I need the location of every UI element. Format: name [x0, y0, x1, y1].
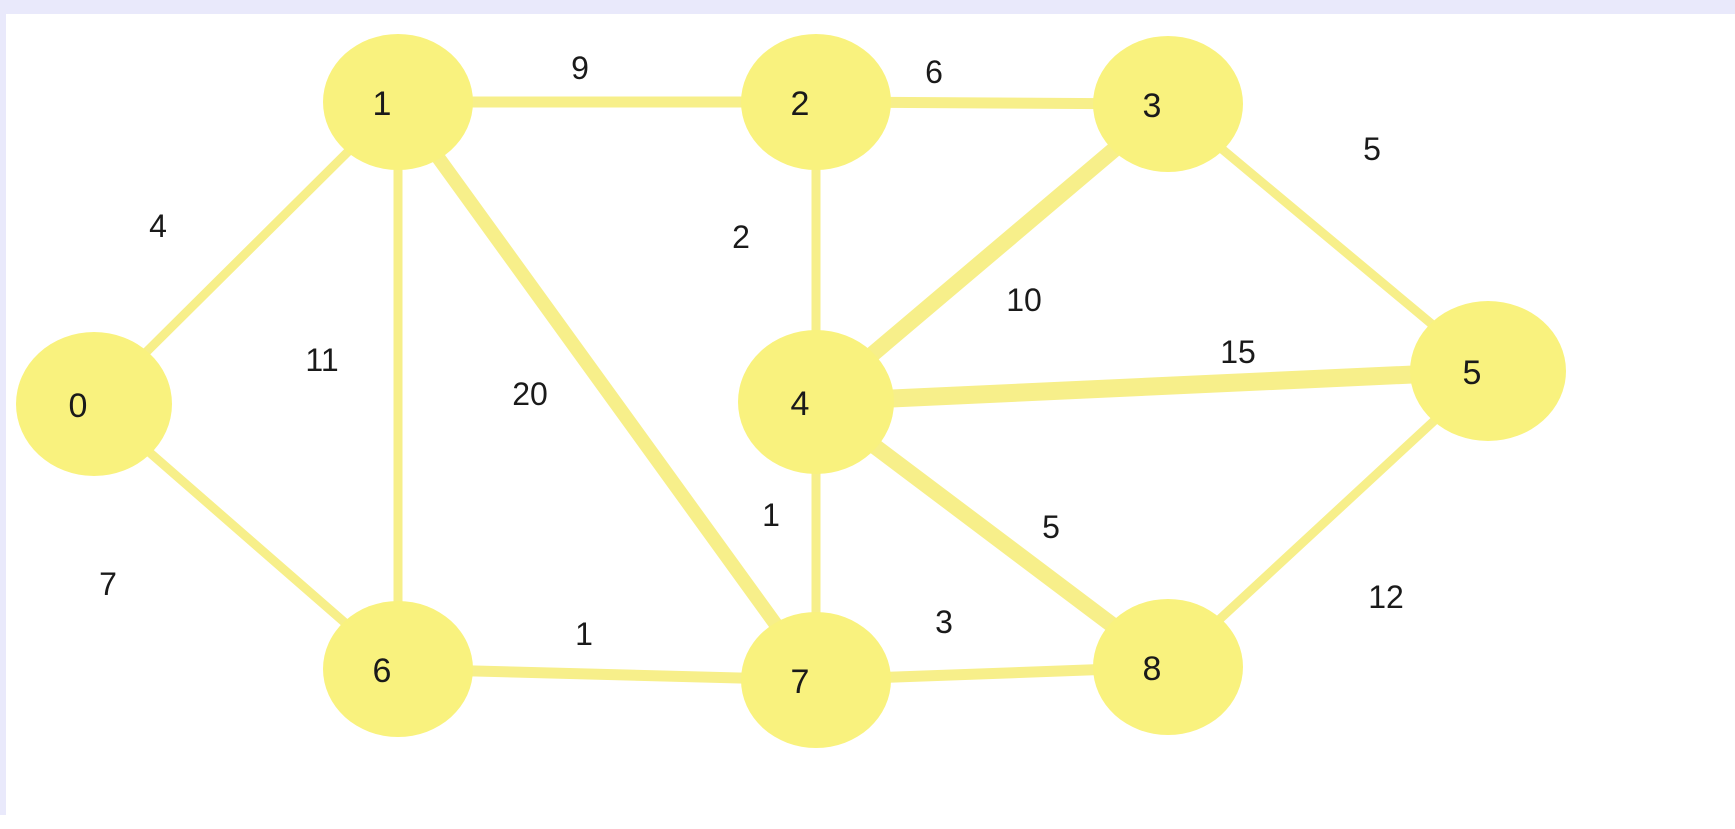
node-label-3: 3 — [1143, 87, 1162, 125]
node-5: 5 — [1410, 301, 1566, 441]
edge-weight-3-5: 5 — [1363, 131, 1381, 167]
node-8: 8 — [1093, 599, 1243, 735]
edge-weight-1-7: 20 — [512, 376, 548, 412]
node-circle-7 — [741, 612, 891, 748]
edge-weight-1-2: 9 — [571, 50, 589, 86]
node-label-5: 5 — [1463, 354, 1482, 392]
edge-weight-4-8: 5 — [1042, 509, 1060, 545]
node-circle-5 — [1410, 301, 1566, 441]
edge-1-7 — [391, 95, 823, 687]
edge-weight-2-4: 2 — [732, 219, 750, 255]
node-circle-0 — [16, 332, 172, 476]
node-7: 7 — [741, 612, 891, 748]
edge-weight-3-4: 10 — [1006, 282, 1042, 318]
node-1: 1 — [323, 34, 473, 170]
node-circle-6 — [323, 601, 473, 737]
edge-weight-0-1: 4 — [149, 208, 167, 244]
node-2: 2 — [741, 34, 891, 170]
edge-weight-1-6: 11 — [305, 342, 338, 378]
edge-weight-7-8: 3 — [935, 604, 953, 640]
edge-weight-4-5: 15 — [1220, 334, 1256, 370]
node-circle-1 — [323, 34, 473, 170]
node-label-6: 6 — [373, 652, 392, 690]
node-3: 3 — [1093, 36, 1243, 172]
node-circle-3 — [1093, 36, 1243, 172]
edge-weight-2-3: 6 — [925, 54, 943, 90]
edge-weight-0-6: 7 — [99, 566, 117, 602]
node-label-4: 4 — [791, 385, 810, 423]
node-label-7: 7 — [791, 663, 810, 701]
node-6: 6 — [323, 601, 473, 737]
node-label-2: 2 — [791, 85, 810, 123]
node-0: 0 — [16, 332, 172, 476]
node-circle-2 — [741, 34, 891, 170]
edge-weight-4-7: 1 — [762, 497, 780, 533]
node-label-8: 8 — [1143, 650, 1162, 688]
node-4: 4 — [738, 330, 894, 474]
edge-3-4 — [808, 96, 1176, 410]
node-circle-4 — [738, 330, 894, 474]
node-circle-8 — [1093, 599, 1243, 735]
edge-weight-6-7: 1 — [575, 616, 593, 652]
edge-4-5 — [807, 362, 1497, 411]
node-label-0: 0 — [69, 387, 88, 425]
node-label-1: 1 — [373, 85, 392, 123]
edge-weight-5-8: 12 — [1368, 579, 1404, 615]
